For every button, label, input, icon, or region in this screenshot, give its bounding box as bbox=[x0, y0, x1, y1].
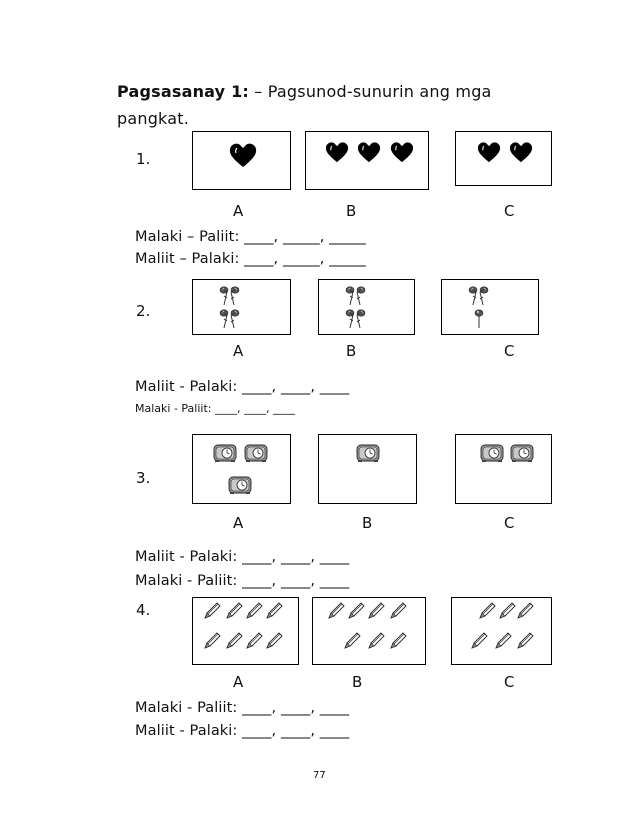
pencil-icon bbox=[226, 632, 243, 649]
item-3-label-a: A bbox=[233, 514, 244, 532]
item-1-label-a: A bbox=[233, 202, 244, 220]
pencil-icon bbox=[517, 632, 534, 649]
item-2-answer-line-1: Maliit - Palaki: ____, ____, ____ bbox=[135, 379, 350, 395]
item-2-answer-line-2: Malaki - Paliit: ____, ____, ____ bbox=[135, 402, 295, 415]
item-1-number: 1. bbox=[136, 150, 151, 168]
pencil-icon bbox=[390, 602, 407, 619]
heart-icon bbox=[390, 142, 414, 163]
item-4-label-c: C bbox=[504, 673, 515, 691]
clock-icon bbox=[228, 476, 252, 494]
pencil-icon bbox=[344, 632, 361, 649]
clock-icon bbox=[356, 444, 380, 462]
exercise-title-bold: Pagsasanay 1: bbox=[117, 82, 250, 101]
clock-icon bbox=[213, 444, 237, 462]
pencil-icon bbox=[471, 632, 488, 649]
clock-icon bbox=[244, 444, 268, 462]
item-3-label-b: B bbox=[362, 514, 373, 532]
pencil-icon bbox=[226, 602, 243, 619]
clock-icon bbox=[510, 444, 534, 462]
pencil-icon bbox=[517, 602, 534, 619]
flower-icon bbox=[345, 309, 366, 329]
item-4-box-b bbox=[312, 597, 426, 665]
flower-icon bbox=[219, 286, 240, 306]
item-1-box-a bbox=[192, 131, 291, 190]
pencil-icon bbox=[390, 632, 407, 649]
heart-icon bbox=[229, 143, 257, 167]
item-4-number: 4. bbox=[136, 601, 151, 619]
pencil-icon bbox=[495, 632, 512, 649]
heart-icon bbox=[477, 142, 501, 163]
item-2-number: 2. bbox=[136, 302, 151, 320]
item-2-label-b: B bbox=[346, 342, 357, 360]
heart-icon bbox=[357, 142, 381, 163]
item-1-answer-line-1: Malaki – Paliit: ____, _____, _____ bbox=[135, 229, 366, 245]
item-4-box-a bbox=[192, 597, 299, 665]
item-1-label-c: C bbox=[504, 202, 515, 220]
pencil-icon bbox=[266, 602, 283, 619]
item-1-box-c bbox=[455, 131, 552, 186]
item-2-box-b bbox=[318, 279, 415, 335]
heart-icon bbox=[325, 142, 349, 163]
pencil-icon bbox=[348, 602, 365, 619]
flower-icon bbox=[468, 286, 489, 306]
pencil-icon bbox=[246, 632, 263, 649]
exercise-title: Pagsasanay 1: – Pagsunod-sunurin ang mga… bbox=[117, 78, 537, 132]
item-4-answer-line-2: Maliit - Palaki: ____, ____, ____ bbox=[135, 723, 350, 739]
pencil-icon bbox=[479, 602, 496, 619]
item-2-box-a bbox=[192, 279, 291, 335]
item-3-box-c bbox=[455, 434, 552, 504]
pencil-icon bbox=[499, 602, 516, 619]
heart-icon bbox=[509, 142, 533, 163]
pencil-icon bbox=[328, 602, 345, 619]
item-1-answer-line-2: Maliit – Palaki: ____, _____, _____ bbox=[135, 251, 366, 267]
page-number: 77 bbox=[313, 770, 326, 781]
pencil-icon bbox=[368, 602, 385, 619]
pencil-icon bbox=[204, 602, 221, 619]
item-4-label-b: B bbox=[352, 673, 363, 691]
item-3-answer-line-2: Malaki - Paliit: ____, ____, ____ bbox=[135, 573, 350, 589]
item-4-box-c bbox=[451, 597, 552, 665]
pencil-icon bbox=[368, 632, 385, 649]
pencil-icon bbox=[246, 602, 263, 619]
clock-icon bbox=[480, 444, 504, 462]
item-3-answer-line-1: Maliit - Palaki: ____, ____, ____ bbox=[135, 549, 350, 565]
item-3-box-a bbox=[192, 434, 291, 504]
item-2-label-c: C bbox=[504, 342, 515, 360]
item-1-box-b bbox=[305, 131, 429, 190]
flower-icon bbox=[219, 309, 240, 329]
item-4-label-a: A bbox=[233, 673, 244, 691]
item-4-answer-line-1: Malaki - Paliit: ____, ____, ____ bbox=[135, 700, 350, 716]
item-2-box-c bbox=[441, 279, 539, 335]
item-2-label-a: A bbox=[233, 342, 244, 360]
flower-icon bbox=[474, 309, 484, 328]
pencil-icon bbox=[204, 632, 221, 649]
item-3-label-c: C bbox=[504, 514, 515, 532]
exercise-title-instruction: – Pagsunod-sunurin ang mga pangkat. bbox=[117, 82, 492, 128]
item-3-box-b bbox=[318, 434, 417, 504]
flower-icon bbox=[345, 286, 366, 306]
item-1-label-b: B bbox=[346, 202, 357, 220]
item-3-number: 3. bbox=[136, 469, 151, 487]
pencil-icon bbox=[266, 632, 283, 649]
